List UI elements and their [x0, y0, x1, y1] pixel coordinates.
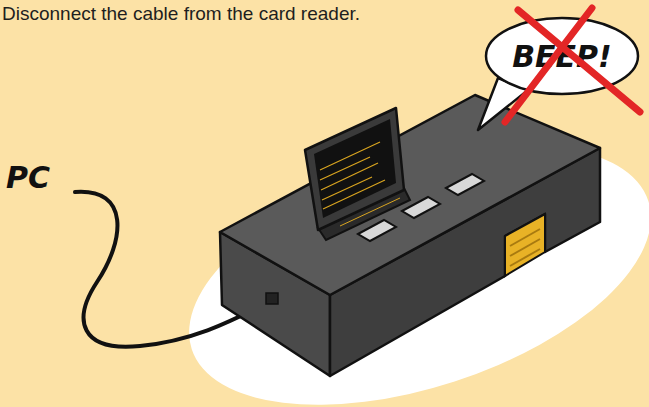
- screen-line: [323, 180, 385, 209]
- reader-button: [402, 197, 440, 218]
- cross-out-mark: [518, 10, 640, 112]
- screen-display: [314, 119, 396, 218]
- reader-button: [446, 174, 484, 195]
- screen-line: [321, 163, 378, 190]
- usb-port: [266, 293, 278, 304]
- reader-button: [358, 220, 396, 241]
- floor-shadow: [157, 94, 649, 407]
- bubble-ellipse: [486, 18, 638, 94]
- device-label: PC: [6, 160, 50, 195]
- notch-inside: [505, 214, 545, 276]
- reader-top-face: [220, 95, 600, 295]
- screen-frame: [305, 108, 404, 230]
- screen-line: [340, 198, 400, 226]
- speech-bubble: BEEP!: [484, 16, 640, 96]
- screen-line: [322, 177, 372, 200]
- notch-stripe: [510, 239, 540, 256]
- instruction-title: Disconnect the cable from the card reade…: [2, 3, 360, 25]
- notch-stripe: [510, 229, 540, 246]
- screen-line: [320, 157, 370, 180]
- notch-stripe: [510, 249, 540, 266]
- bubble-text-holder: BEEP!: [484, 16, 640, 96]
